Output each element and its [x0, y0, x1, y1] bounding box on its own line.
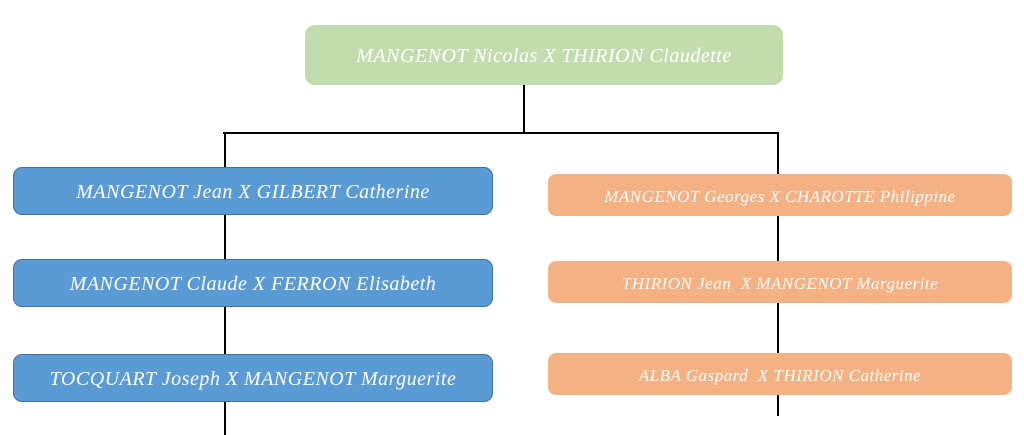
- tree-node-left-1[interactable]: MANGENOT Jean X GILBERT Catherine: [13, 167, 493, 215]
- connector-branch-horizontal: [223, 132, 779, 134]
- node-label: THIRION Jean X MANGENOT Marguerite: [621, 273, 939, 293]
- tree-node-right-3[interactable]: ALBA Gaspard X THIRION Catherine: [548, 353, 1012, 395]
- tree-node-left-2[interactable]: MANGENOT Claude X FERRON Elisabeth: [13, 259, 493, 307]
- tree-node-root[interactable]: MANGENOT Nicolas X THIRION Claudette: [305, 25, 783, 85]
- node-label: MANGENOT Claude X FERRON Elisabeth: [69, 273, 437, 295]
- node-label: TOCQUART Joseph X MANGENOT Marguerite: [49, 368, 457, 390]
- tree-node-right-1[interactable]: MANGENOT Georges X CHAROTTE Philippine: [548, 174, 1012, 216]
- node-label: MANGENOT Jean X GILBERT Catherine: [76, 181, 430, 203]
- connector-root-stem: [523, 85, 525, 133]
- node-label: MANGENOT Georges X CHAROTTE Philippine: [604, 186, 956, 206]
- node-label: MANGENOT Nicolas X THIRION Claudette: [356, 45, 732, 67]
- tree-node-right-2[interactable]: THIRION Jean X MANGENOT Marguerite: [548, 261, 1012, 303]
- node-label: ALBA Gaspard X THIRION Catherine: [638, 365, 922, 385]
- tree-node-left-3[interactable]: TOCQUART Joseph X MANGENOT Marguerite: [13, 354, 493, 402]
